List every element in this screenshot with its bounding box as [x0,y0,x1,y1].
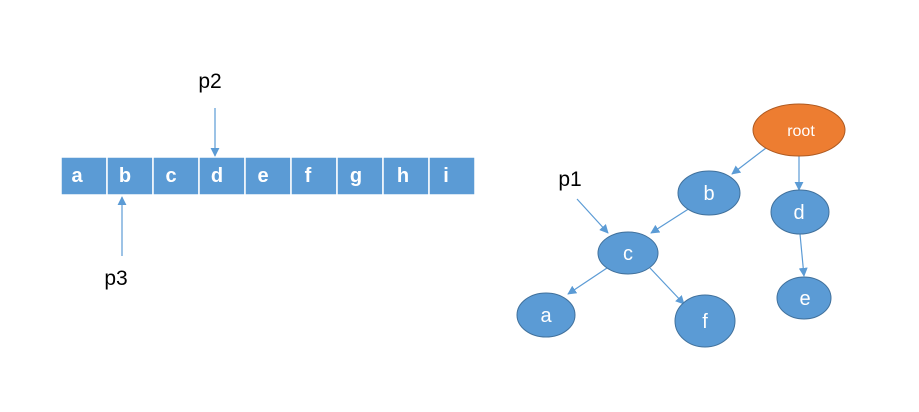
tree-node-f-label: f [702,311,708,333]
array-cell-label: i [443,165,449,187]
array-cell-label: d [211,165,223,187]
array-cell-a: a [60,156,108,196]
pointer-p2-label: p2 [198,70,221,93]
array-cell-d: d [198,156,246,196]
array-cell-i: i [428,156,476,196]
tree-node-c-label: c [623,243,633,265]
edge-b-c [650,207,691,234]
tree-node-c: c [597,231,659,275]
array-cell-label: g [350,165,362,187]
edge-c-f [649,267,685,305]
tree-node-a-label: a [540,305,552,327]
array-cell-g: g [336,156,384,196]
array-cell-label: a [71,165,83,187]
array-cell-label: e [257,165,268,187]
tree-node-b-label: b [703,183,714,205]
tree-node-e: e [776,276,832,320]
tree-node-d: d [770,189,830,235]
array-cell-label: c [165,165,176,187]
array-cell-c: c [152,156,200,196]
array-cell-e: e [244,156,292,196]
array-cell-f: f [290,156,338,196]
edge-root-b [731,147,767,175]
tree-node-f: f [674,294,736,348]
array-cell-label: b [119,165,131,187]
array-cell-label: f [305,165,312,187]
tree-node-a: a [516,292,576,338]
pointer-p3-label: p3 [104,267,127,290]
array-cell-label: h [397,165,409,187]
array-cell-b: b [106,156,154,196]
tree-node-root: root [752,103,846,157]
tree-node-d-label: d [793,202,804,224]
edge-c-a [567,267,608,295]
array-strip: a b c d e f g h [60,156,476,196]
array-cell-h: h [382,156,430,196]
tree-node-root-label: root [787,123,815,140]
edge-d-e [798,233,808,277]
pointer-p1-arrow [576,198,609,234]
tree-node-b: b [677,170,741,216]
tree-node-e-label: e [799,288,810,310]
pointer-p1-label: p1 [558,168,581,191]
